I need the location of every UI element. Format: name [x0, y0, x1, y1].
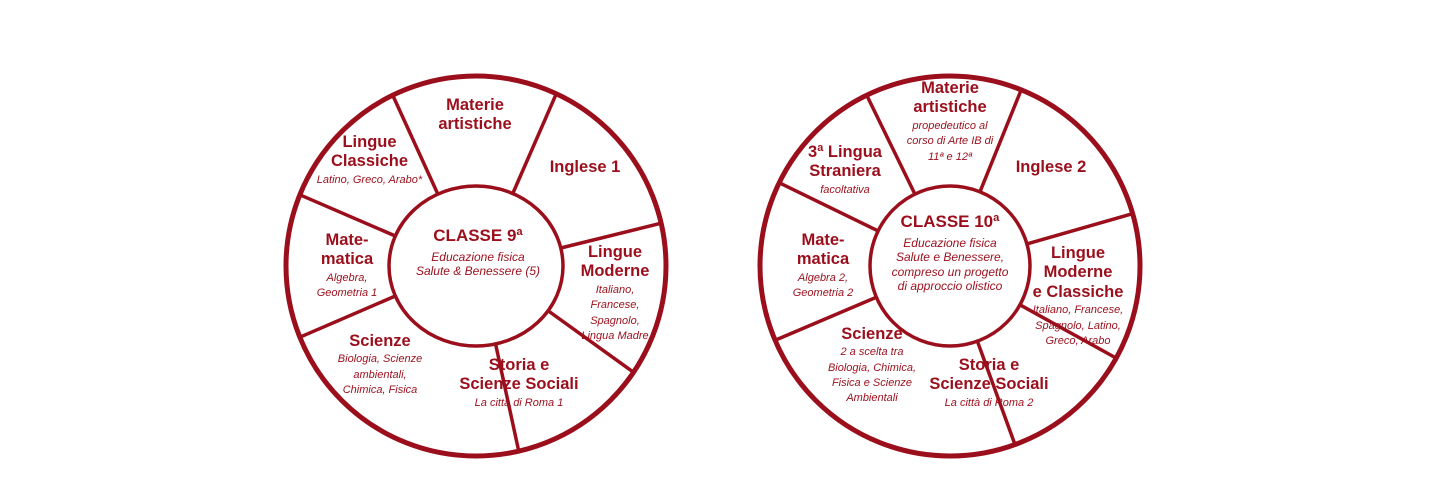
segment-title-line: Moderne — [580, 262, 650, 281]
segment-subtitle-line: Algebra, — [326, 271, 368, 284]
segment-divider — [1026, 212, 1133, 246]
segment-subtitle-line: Italiano, — [595, 283, 635, 296]
segment-title-line: Inglese 2 — [1015, 158, 1087, 176]
segment-title-line: artistiche — [913, 98, 987, 117]
segment-subtitle-line: La città di Roma 1 — [474, 396, 564, 409]
center-subtitle-line: di approccio olistico — [897, 279, 1003, 294]
segment-divider — [493, 343, 521, 451]
wheel-1-segment-2-label: Inglese 1 — [525, 158, 645, 177]
segment-subtitle-line: Geometria 1 — [316, 287, 378, 300]
segment-title-line: Mate- — [801, 231, 845, 249]
segment-divider — [779, 181, 879, 233]
segment-title-line: Classiche — [330, 152, 409, 171]
center-subtitle-line: Salute e Benessere, — [895, 250, 1005, 265]
segment-subtitle-line: Lingua Madre — [581, 329, 649, 342]
segment-title-line: artistiche — [438, 115, 512, 134]
segment-subtitle-line: propedeutico al — [912, 119, 988, 132]
segment-subtitle-line: 2 a scelta tra — [840, 346, 904, 359]
segment-title-line: Moderne — [1043, 263, 1113, 282]
segment-title-line: Straniera — [809, 162, 881, 181]
segment-title-line: Inglese 1 — [549, 158, 621, 176]
segment-subtitle-line: Algebra 2, — [797, 271, 849, 284]
segment-title-line: matica — [320, 250, 374, 269]
segment-title-line: Mate- — [325, 231, 369, 249]
segment-divider — [560, 221, 661, 250]
segment-title-line: Storia e — [488, 356, 550, 374]
segment-subtitle-line: Fisica e Scienze — [831, 377, 913, 390]
wheel-2-segment-2-label: Inglese 2 — [992, 158, 1110, 177]
segment-divider — [865, 95, 917, 195]
segment-divider — [775, 295, 878, 342]
segment-subtitle-line: Latino, Greco, Arabo* — [316, 173, 423, 186]
segment-title-line: Lingue — [587, 243, 643, 261]
segment-title-line: Materie — [921, 79, 979, 97]
segment-title-line: Scienze — [349, 332, 411, 350]
segment-title-line: matica — [796, 250, 850, 269]
center-ring — [387, 184, 565, 348]
segment-title-line: Storia e — [958, 356, 1020, 374]
segment-subtitle-line: Biologia, Scienze — [337, 353, 423, 366]
center-ring — [868, 184, 1032, 348]
segment-subtitle-line: Ambientali — [846, 392, 898, 405]
segment-divider — [300, 294, 397, 339]
center-subtitle-line: Educazione fisica — [431, 250, 525, 265]
segment-divider — [547, 309, 634, 374]
segment-subtitle-line: Chimica, Fisica — [342, 384, 418, 397]
segment-subtitle-line: Francese, — [590, 299, 640, 312]
class-title: CLASSE 10ª — [900, 212, 1000, 231]
segment-divider — [978, 90, 1023, 193]
segment-subtitle-line: La città di Roma 2 — [944, 396, 1034, 409]
segment-title-line: e Classiche — [1032, 282, 1124, 301]
segment-subtitle-line: Spagnolo, Latino, — [1035, 319, 1121, 332]
segment-title-line: Scienze Sociali — [459, 375, 579, 394]
segment-subtitle-line: Greco, Arabo — [1045, 335, 1111, 347]
segment-subtitle-line: Spagnolo, — [590, 314, 640, 327]
segment-divider — [975, 340, 1017, 445]
segment-subtitle-line: ambientali, — [353, 368, 407, 381]
segment-divider — [391, 95, 440, 195]
class-title: CLASSE 9ª — [433, 226, 523, 245]
segment-title-line: 3ª Lingua — [808, 143, 882, 161]
segment-subtitle-line: Italiano, Francese, — [1032, 304, 1124, 317]
center-subtitle-line: compreso un progetto — [891, 264, 1009, 279]
outer-ring — [283, 73, 669, 459]
segment-subtitle-line: corso di Arte IB di — [906, 135, 994, 148]
segment-title-line: Lingue — [1050, 244, 1106, 262]
center-subtitle-line: Educazione fisica — [903, 236, 997, 251]
wheel-1 — [283, 73, 669, 459]
wheel-2 — [757, 73, 1143, 459]
segment-subtitle-line: 11ª e 12ª — [927, 150, 973, 163]
segment-title-line: Scienze Sociali — [929, 375, 1049, 394]
segment-title-line: Scienze — [841, 325, 903, 343]
segment-divider — [300, 193, 397, 238]
segment-divider — [511, 94, 558, 195]
segment-title-line: Lingue — [342, 133, 397, 151]
segment-subtitle-line: facoltativa — [820, 183, 870, 196]
outer-ring — [757, 73, 1143, 459]
segment-title-line: Materie — [446, 96, 504, 114]
center-subtitle-line: Salute & Benessere (5) — [415, 264, 541, 279]
segment-divider — [1019, 303, 1117, 360]
segment-subtitle-line: Biologia, Chimica, — [827, 361, 917, 374]
segment-subtitle-line: Geometria 2 — [792, 287, 854, 300]
